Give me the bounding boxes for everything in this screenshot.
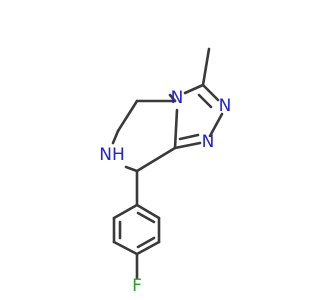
bond-ar6-ar1 bbox=[112, 203, 139, 220]
bond-ar3-ar4 bbox=[135, 240, 161, 256]
bond-c7-nh bbox=[111, 129, 120, 145]
molecule-structure: N N N NH F bbox=[99, 47, 232, 296]
bond-ar1-ar2-inner bbox=[136, 211, 156, 224]
bond-nh-c8 bbox=[124, 165, 139, 173]
bond-n4-c3 bbox=[183, 83, 205, 95]
atom-n-bridge: N bbox=[171, 88, 184, 108]
bond-c3-methyl bbox=[201, 47, 211, 87]
atom-nh: NH bbox=[99, 145, 125, 165]
bond-c8a-n4 bbox=[173, 108, 179, 150]
bond-c3-n2-outer bbox=[201, 83, 220, 102]
bond-ar3-ar4-inner bbox=[136, 236, 156, 249]
atom-n-triazole-upper: N bbox=[219, 96, 232, 116]
bond-c6-c7 bbox=[116, 99, 139, 133]
bond-c3-n2-inner bbox=[197, 93, 213, 109]
bond-n4-c5 bbox=[168, 93, 177, 103]
bond-ar1-ar2 bbox=[135, 203, 161, 220]
atom-fluorine: F bbox=[132, 276, 142, 296]
bond-n1-c8a-inner bbox=[178, 133, 200, 141]
bond-n1-c8a-outer bbox=[173, 141, 202, 150]
bond-c8-c8a bbox=[135, 146, 177, 173]
bond-ar4-ar5 bbox=[112, 240, 139, 256]
atom-n-triazole-lower: N bbox=[202, 132, 215, 152]
bond-n2-n1 bbox=[208, 112, 224, 138]
